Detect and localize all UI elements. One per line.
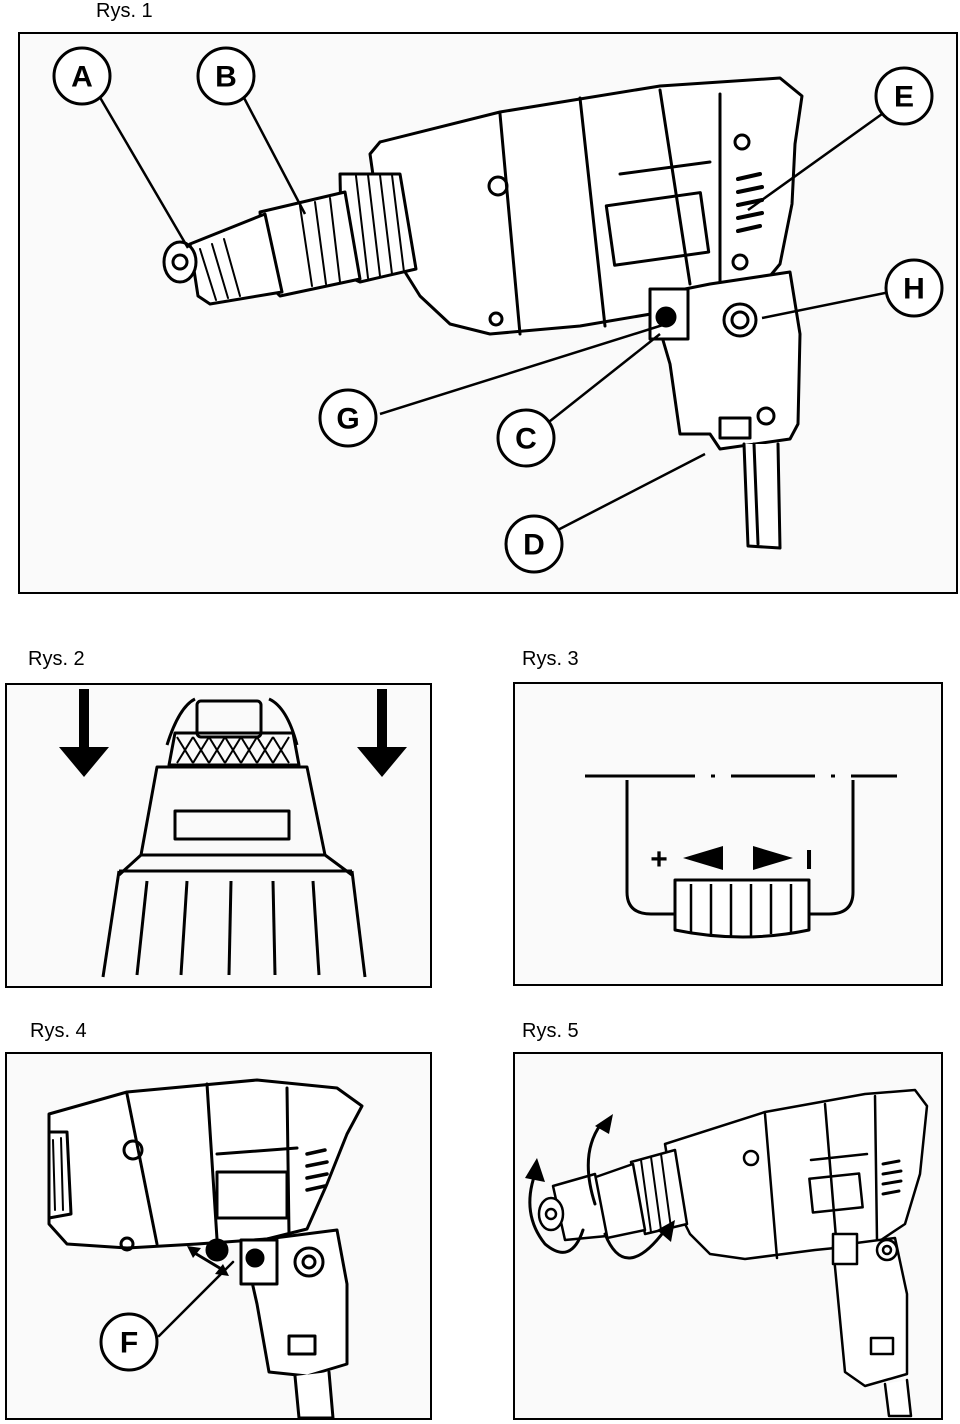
- plus-symbol: +: [650, 843, 668, 876]
- increase-direction-arrow-icon: [753, 846, 793, 870]
- figure-panel-5: [513, 1052, 943, 1420]
- rotation-adjust-illustration: [525, 1088, 929, 1418]
- callout-label-b: B: [215, 61, 237, 94]
- lock-button-icon: [205, 1238, 229, 1262]
- callout-label-f: F: [120, 1327, 138, 1360]
- figure-panel-1: A B E H G C D: [18, 32, 958, 594]
- figure-caption-5: Rys. 5: [522, 1020, 579, 1042]
- figure-caption-3: Rys. 3: [522, 648, 579, 670]
- figure-panel-4: F: [5, 1052, 432, 1420]
- callout-label-c: C: [515, 423, 537, 456]
- press-down-arrow-left-icon: [59, 689, 109, 777]
- callout-label-d: D: [523, 529, 545, 562]
- callout-label-h: H: [903, 273, 925, 306]
- lock-button-closeup-illustration: F: [47, 1078, 364, 1418]
- nose-assembly-illustration: [59, 689, 407, 978]
- callout-label-g: G: [336, 403, 359, 436]
- figure-panel-3: + I: [513, 682, 943, 986]
- figure-caption-1: Rys. 1: [96, 0, 153, 22]
- press-down-arrow-right-icon: [357, 689, 407, 777]
- callout-label-e: E: [894, 81, 914, 114]
- depth-adjust-dial-illustration: + I: [585, 774, 897, 939]
- figure-caption-4: Rys. 4: [30, 1020, 87, 1042]
- rotate-nose-arrow-icon: [528, 1172, 585, 1254]
- callout-label-a: A: [71, 61, 93, 94]
- screwdriver-side-view-illustration: A B E H G C D: [52, 46, 944, 574]
- rotate-stop-arrow-icon: [603, 1228, 667, 1260]
- decrease-direction-arrow-icon: [683, 846, 723, 870]
- figure-panel-2: [5, 683, 432, 988]
- rotate-collar-arrow-icon: [586, 1122, 603, 1206]
- figure-caption-2: Rys. 2: [28, 648, 85, 670]
- minus-symbol: I: [805, 844, 813, 875]
